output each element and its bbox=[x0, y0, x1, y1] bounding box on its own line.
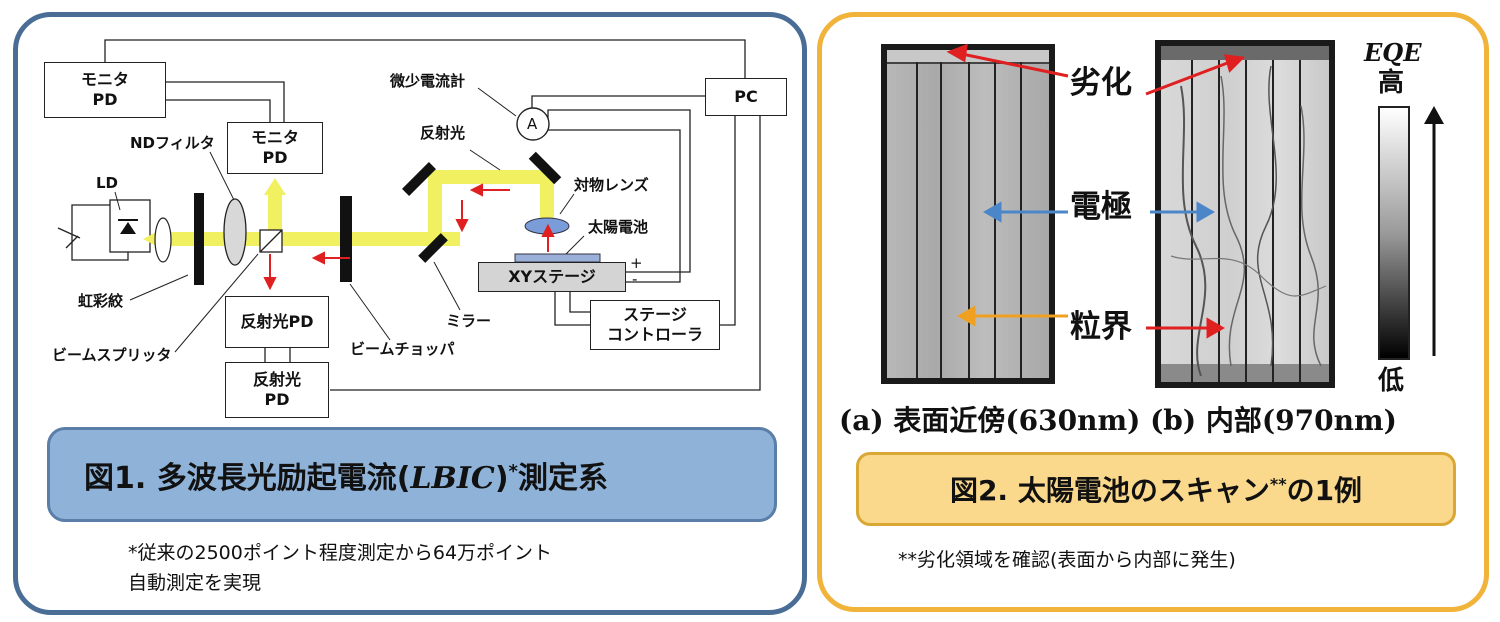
reflected-light-arrows bbox=[263, 183, 555, 291]
electrode-label: 電極 bbox=[1070, 189, 1132, 225]
minus-terminal-label: - bbox=[632, 270, 638, 288]
pc-box: PC bbox=[705, 78, 787, 116]
wire-monitor1-monitor2 bbox=[165, 81, 285, 122]
figure2-caption-sup: ** bbox=[1269, 474, 1287, 494]
wire-stage-controller bbox=[554, 292, 590, 326]
figure2-caption: 図2. 太陽電池のスキャン**の1例 bbox=[856, 452, 1456, 526]
mirror-top-left bbox=[402, 162, 436, 196]
annotation-arrows bbox=[946, 43, 1246, 339]
figure1-caption-prefix: 図1. 多波長光励起電流( bbox=[84, 460, 411, 496]
wire-ammeter-plus bbox=[547, 109, 691, 273]
monitor-pd-box-1: モニタ PD bbox=[44, 62, 166, 118]
leader-lines bbox=[114, 87, 585, 353]
beam-chopper-bar bbox=[340, 196, 352, 282]
nd-filter-label: NDフィルタ bbox=[130, 134, 215, 152]
wire-monitor1-monitor2-b bbox=[165, 99, 271, 122]
figure2-caption-tail: の1例 bbox=[1286, 474, 1363, 507]
collimator-lens bbox=[154, 217, 172, 263]
ld-diode-icon bbox=[120, 222, 136, 234]
figure1-caption-tail: 測定系 bbox=[517, 460, 608, 496]
micro-ammeter-label: 微少電流計 bbox=[390, 72, 466, 90]
iris-diaphragm bbox=[194, 193, 204, 285]
solar-cell-plate bbox=[514, 253, 601, 263]
wire-monitor1-pc bbox=[104, 39, 746, 78]
wire-ammeter-minus bbox=[548, 129, 681, 283]
figure1-diagram bbox=[57, 39, 761, 391]
wires bbox=[57, 39, 761, 391]
figure1-caption: 図1. 多波長光励起電流(LBIC)*測定系 bbox=[47, 427, 777, 522]
figure1-footnote-line1: *従来の2500ポイント程度測定から64万ポイント bbox=[128, 542, 553, 564]
eqe-colorbar bbox=[1378, 106, 1410, 360]
figure2-footnote: **劣化領域を確認(表面から内部に発生) bbox=[898, 549, 1236, 571]
xy-stage-box: XYステージ bbox=[478, 262, 626, 292]
eqe-high-label: 高 bbox=[1378, 68, 1405, 98]
mirror-top-right bbox=[528, 151, 562, 185]
mirror-label: ミラー bbox=[446, 312, 492, 330]
iridescence-label: 虹彩絞 bbox=[78, 292, 124, 310]
figure1-caption-italic: LBIC bbox=[410, 460, 495, 496]
grain-boundary-lines bbox=[1170, 65, 1327, 377]
stage-controller-box: ステージ コントローラ bbox=[590, 300, 720, 350]
ld-label: LD bbox=[96, 174, 119, 192]
beam-splitter-label: ビームスプリッタ bbox=[52, 346, 172, 364]
wire-ammeter-pc bbox=[531, 95, 705, 122]
reflected-pd-box-2: 反射光 PD bbox=[225, 362, 329, 418]
degradation-label: 劣化 bbox=[1070, 65, 1132, 101]
grain-boundary-label: 粒界 bbox=[1070, 309, 1132, 345]
monitor-pd-box-2: モニタ PD bbox=[227, 122, 323, 174]
wire-stage-controller-b bbox=[569, 292, 590, 313]
solar-cell-label: 太陽電池 bbox=[588, 218, 649, 236]
figure1-caption-sup: * bbox=[508, 460, 518, 482]
scan-image-inner bbox=[1155, 40, 1335, 388]
wire-pc-refpd2 bbox=[330, 116, 761, 391]
eqe-scale-arrow bbox=[1424, 106, 1444, 356]
plus-terminal-label: + bbox=[630, 254, 643, 272]
figure1-caption-suffix: ) bbox=[494, 460, 509, 496]
figure2-subcaption: (a) 表面近傍(630nm) (b) 内部(970nm) bbox=[839, 404, 1397, 437]
nd-filter-icon bbox=[223, 198, 247, 266]
scan-image-surface bbox=[881, 44, 1055, 384]
ammeter-symbol: A bbox=[527, 115, 538, 133]
reflected-light-label: 反射光 bbox=[420, 124, 466, 142]
figure2-caption-main: 図2. 太陽電池のスキャン bbox=[949, 474, 1270, 507]
ammeter-icon bbox=[516, 107, 550, 141]
eqe-low-label: 低 bbox=[1378, 366, 1405, 396]
mirror-bottom bbox=[418, 233, 448, 263]
objective-lens-label: 対物レンズ bbox=[574, 176, 649, 194]
eqe-label: EQE bbox=[1364, 38, 1422, 67]
beam-chopper-label: ビームチョッパ bbox=[350, 340, 455, 358]
wire-pc-controller bbox=[720, 116, 736, 326]
reflected-pd-box-1: 反射光PD bbox=[225, 296, 329, 348]
figure1-footnote-line2: 自動測定を実現 bbox=[128, 572, 262, 594]
